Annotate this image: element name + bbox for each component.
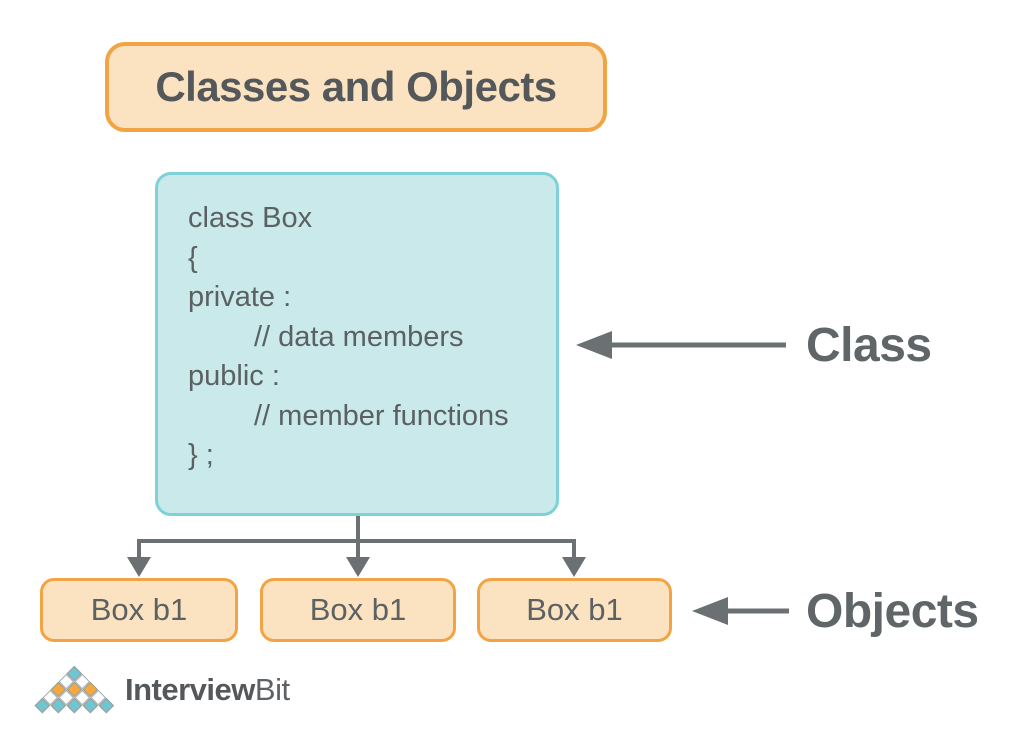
code-line: private :: [188, 281, 292, 313]
title-box: Classes and Objects: [105, 42, 607, 132]
logo-text-interview: Interview: [125, 672, 255, 707]
code-line: class Box: [188, 202, 313, 234]
class-annotation-label: Class: [806, 319, 932, 372]
code-line: {: [188, 241, 198, 274]
object-box-label: Box b1: [526, 592, 623, 627]
logo-wordmark: InterviewBit: [125, 672, 290, 708]
logo-text-bit: Bit: [254, 672, 290, 707]
objects-annotation-label: Objects: [806, 585, 979, 638]
page-title: Classes and Objects: [155, 63, 557, 110]
connector-bar: [137, 539, 576, 559]
diamond-pyramid-icon: [33, 666, 117, 714]
objects-left-arrow-icon: [692, 597, 789, 625]
object-box-3: Box b1: [477, 578, 672, 642]
code-line: // data members: [254, 320, 464, 353]
down-arrowhead-icon: [127, 557, 151, 577]
class-code-box: class Box { private : // data members pu…: [155, 172, 559, 516]
down-arrowhead-icon: [562, 557, 586, 577]
code-line: public :: [188, 360, 280, 392]
object-box-label: Box b1: [309, 592, 407, 627]
code-line: // member functions: [254, 399, 509, 432]
interviewbit-logo: InterviewBit: [33, 666, 290, 714]
class-left-arrow-icon: [576, 331, 786, 359]
object-box-1: Box b1: [40, 578, 238, 642]
down-arrowhead-icon: [346, 557, 370, 577]
object-box-label: Box b1: [90, 592, 188, 627]
code-line: } ;: [188, 439, 214, 471]
object-box-2: Box b1: [260, 578, 456, 642]
